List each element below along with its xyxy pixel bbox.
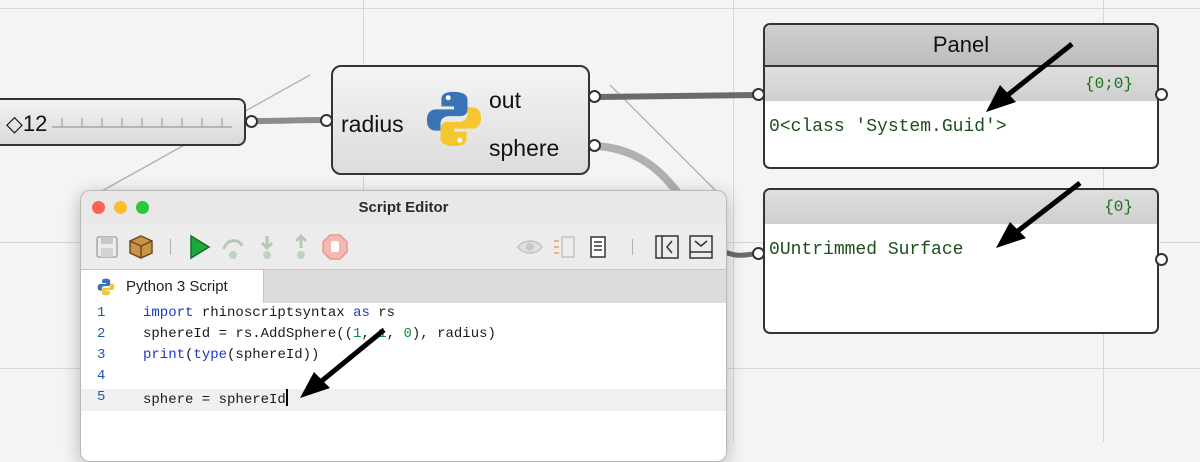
tab-python-3-script[interactable]: Python 3 Script — [81, 270, 264, 304]
code-token: 1 — [353, 326, 362, 342]
script-editor-window[interactable]: Script Editor — [80, 190, 727, 462]
canvas-grid-line — [0, 8, 1200, 9]
slider-value: ◇12 — [6, 111, 48, 136]
text-cursor — [285, 389, 288, 406]
eye-icon[interactable] — [516, 233, 544, 261]
panel-sphere-output-grip[interactable] — [1155, 253, 1168, 266]
stop-icon[interactable] — [321, 233, 349, 261]
minimize-window-button[interactable] — [114, 201, 127, 214]
panel-row: 0<class 'System.Guid'> — [765, 117, 1157, 137]
code-token: sphereId = rs.AddSphere(( — [143, 326, 354, 342]
out-output-grip[interactable] — [588, 90, 601, 103]
radius-input-grip[interactable] — [320, 114, 333, 127]
editor-tabstrip: Python 3 Script — [81, 269, 726, 304]
annotation-arrow — [300, 328, 386, 398]
code-token: import — [143, 305, 194, 321]
line-number: 5 — [97, 389, 106, 405]
code-token: ), radius) — [411, 326, 496, 342]
panel-path: {0} — [765, 190, 1157, 224]
panel-sphere[interactable]: {0} 0Untrimmed Surface — [763, 188, 1159, 334]
code-token: ( — [185, 347, 194, 363]
annotation-arrow — [986, 42, 1074, 112]
code-text: sphere = sphereId — [143, 389, 288, 408]
code-token: type — [193, 347, 228, 363]
panel-title: Panel — [765, 25, 1157, 67]
code-token: (sphereId)) — [227, 347, 320, 363]
code-text: print(type(sphereId)) — [143, 347, 319, 363]
panel-row-index: 0 — [769, 117, 780, 137]
step-over-icon[interactable] — [219, 233, 247, 261]
line-number: 4 — [97, 368, 106, 384]
code-editor[interactable]: 1 import rhinoscriptsyntax as rs 2 sphereId… — [81, 303, 726, 461]
compare-icon[interactable] — [550, 233, 578, 261]
python-icon — [426, 91, 482, 147]
output-param-sphere[interactable]: sphere — [489, 135, 560, 161]
window-title: Script Editor — [358, 199, 449, 216]
slider-output-grip[interactable] — [245, 115, 258, 128]
panel-path: {0;0} — [765, 67, 1157, 101]
code-token: , — [361, 326, 379, 342]
maximize-window-button[interactable] — [136, 201, 149, 214]
document-icon[interactable] — [584, 233, 612, 261]
number-slider[interactable]: ◇12 — [0, 98, 246, 146]
panel-row-value: Untrimmed Surface — [779, 240, 964, 260]
panel-out-output-grip[interactable] — [1155, 88, 1168, 101]
save-icon[interactable] — [93, 233, 121, 261]
panel-row-value: <class 'System.Guid'> — [779, 117, 1007, 137]
input-param-radius[interactable]: radius — [341, 111, 404, 137]
output-param-out[interactable]: out — [489, 87, 521, 113]
python-component[interactable]: radius out sphere — [331, 65, 590, 175]
line-number: 1 — [97, 305, 106, 321]
code-token: rs — [369, 305, 396, 321]
code-text: import rhinoscriptsyntax as rs — [143, 305, 395, 321]
editor-toolbar — [81, 225, 726, 269]
panel-out-input-grip[interactable] — [752, 88, 765, 101]
code-token: print — [143, 347, 186, 363]
code-line[interactable]: 3 print(type(sphereId)) — [81, 347, 726, 369]
collapse-left-icon[interactable] — [653, 233, 681, 261]
annotation-arrow — [996, 181, 1082, 248]
collapse-down-icon[interactable] — [687, 233, 715, 261]
code-token: sphere = sphereId — [143, 392, 286, 408]
package-icon[interactable] — [127, 233, 155, 261]
step-out-icon[interactable] — [287, 233, 315, 261]
toolbar-separator — [632, 239, 633, 255]
panel-out[interactable]: Panel {0;0} 0<class 'System.Guid'> — [763, 23, 1159, 169]
python-icon — [97, 278, 115, 296]
code-token: , — [386, 326, 404, 342]
sphere-output-grip[interactable] — [588, 139, 601, 152]
step-into-icon[interactable] — [253, 233, 281, 261]
code-line[interactable]: 1 import rhinoscriptsyntax as rs — [81, 305, 726, 327]
toolbar-separator — [170, 239, 171, 255]
code-token: rhinoscriptsyntax — [193, 305, 354, 321]
run-icon[interactable] — [185, 233, 213, 261]
code-token: 0 — [403, 326, 412, 342]
panel-row: 0Untrimmed Surface — [765, 240, 1157, 260]
code-token: as — [353, 305, 370, 321]
line-number: 3 — [97, 347, 106, 363]
slider-track[interactable] — [52, 114, 232, 128]
tab-label: Python 3 Script — [126, 278, 228, 295]
line-number: 2 — [97, 326, 106, 342]
code-line[interactable]: 4 — [81, 368, 726, 390]
panel-row-index: 0 — [769, 240, 780, 260]
canvas-grid-line — [733, 0, 734, 442]
code-line[interactable]: 5 sphere = sphereId — [81, 389, 726, 411]
window-titlebar[interactable]: Script Editor — [81, 191, 726, 225]
close-window-button[interactable] — [92, 201, 105, 214]
panel-sphere-input-grip[interactable] — [752, 247, 765, 260]
